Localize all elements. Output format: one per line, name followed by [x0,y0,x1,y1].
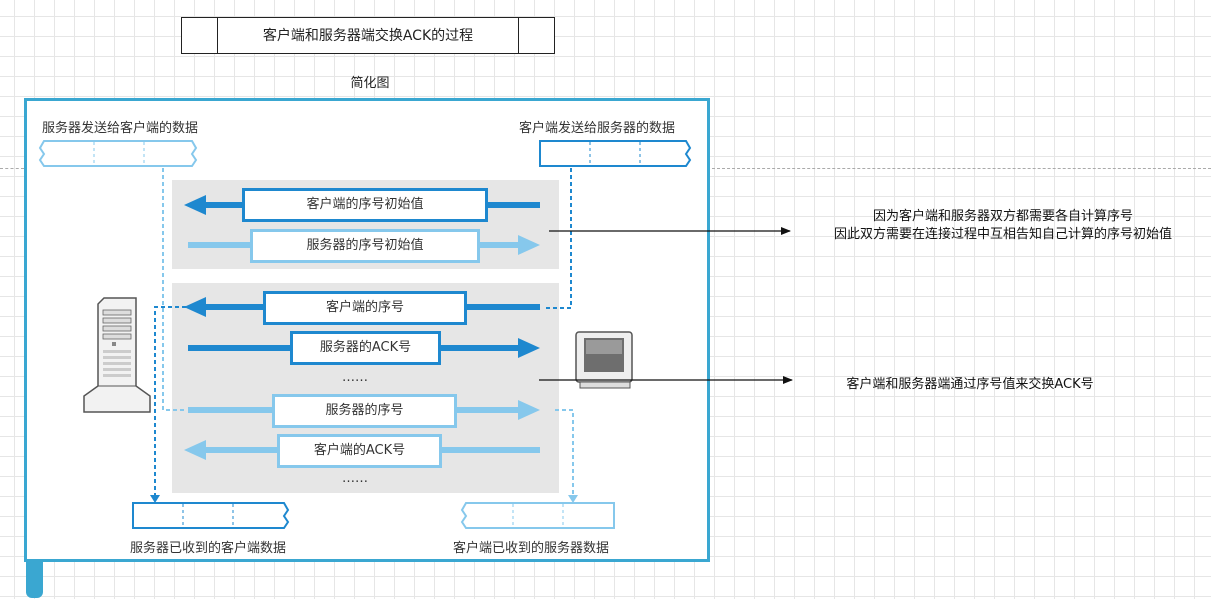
client-receive-connector [555,409,574,496]
msg-server-init-seq: 服务器的序号初始值 [250,229,480,263]
server-received-buffer [132,502,290,529]
label-server-received: 服务器已收到的客户端数据 [130,541,287,556]
label-client-send: 客户端发送给服务器的数据 [519,121,676,136]
subtitle: 简化图 [350,76,390,91]
page-title: 客户端和服务器端交换ACK的过程 [262,28,474,44]
server-send-buffer [38,140,198,167]
msg-client-init-seq: 客户端的序号初始值 [242,188,488,222]
title-left-cell [182,18,218,53]
monitor-icon [575,331,633,389]
page-break-guide [0,168,24,169]
label-client-received: 客户端已收到的服务器数据 [453,541,610,556]
server-receive-connector [154,306,186,496]
note-init-seq-line1: 因为客户端和服务器双方都需要各自计算序号 [872,209,1133,224]
ellipsis-2: …… [342,471,368,486]
title-right-cell [518,18,554,53]
note-init-seq-line2: 因此双方需要在连接过程中互相告知自己计算的序号初始值 [833,227,1172,242]
client-send-buffer [539,140,692,167]
msg-client-seq: 客户端的序号 [263,291,467,325]
note-ack-exchange: 客户端和服务器端通过序号值来交换ACK号 [846,377,1094,392]
frame-tab [26,560,43,598]
page-break-guide [712,168,1211,169]
ellipsis-1: …… [342,370,368,385]
client-received-buffer [460,502,615,529]
client-send-connector [545,168,572,309]
msg-client-ack: 客户端的ACK号 [277,434,442,468]
msg-server-ack: 服务器的ACK号 [290,331,441,365]
msg-server-seq: 服务器的序号 [272,394,457,428]
server-tower-icon [83,297,151,413]
title-box[interactable]: 客户端和服务器端交换ACK的过程 [181,17,555,54]
note-init-seq: 因为客户端和服务器双方都需要各自计算序号 因此双方需要在连接过程中互相告知自己计… [798,208,1208,244]
server-send-connector [162,168,186,411]
label-server-send: 服务器发送给客户端的数据 [42,121,199,136]
